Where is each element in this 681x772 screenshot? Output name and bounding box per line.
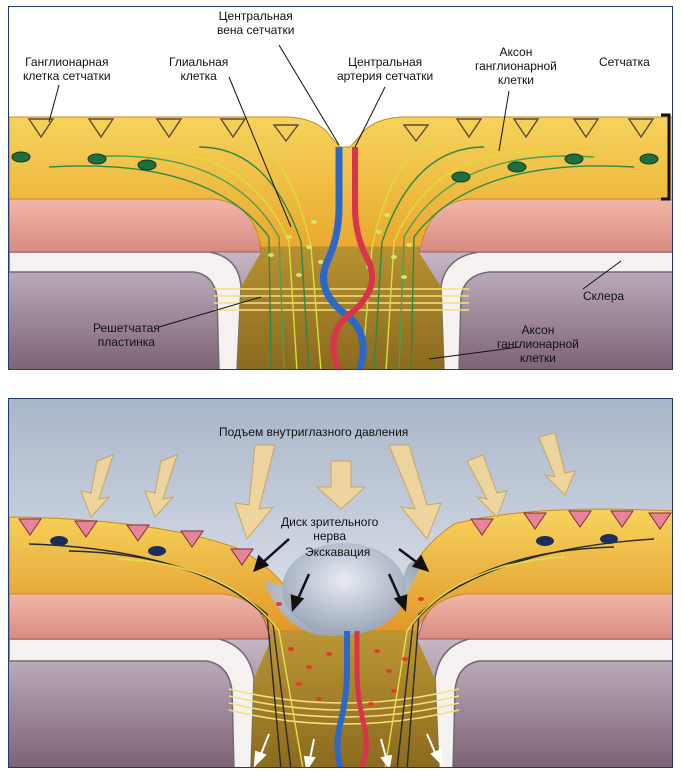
label-sclera: Склера [583,289,624,303]
label-pressure-rise: Подъем внутриглазного давления [219,425,408,439]
choroid [9,594,271,639]
label-excavation: Экскавация [305,545,370,559]
label-retina: Сетчатка [599,55,650,69]
glaucoma-excavation-panel: Подъем внутриглазного давления Диск зрит… [8,398,673,768]
choroid [9,199,261,252]
glaucoma-excavation-illustration [9,399,673,768]
